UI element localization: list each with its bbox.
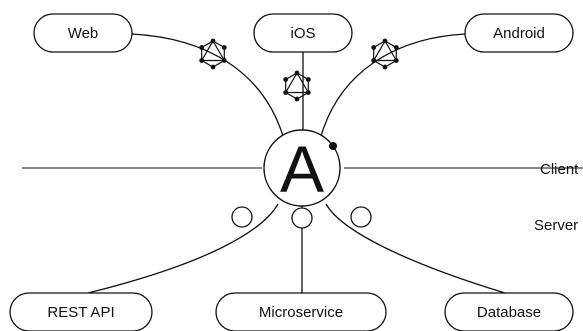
client-node-label: Android — [493, 25, 545, 42]
edge-web-to-hub — [131, 33, 284, 137]
edge-hub-to-rest-api — [87, 203, 279, 294]
graphql-icon — [283, 70, 311, 102]
client-node-android[interactable]: Android — [464, 13, 574, 53]
client-node-ios[interactable]: iOS — [253, 13, 353, 53]
server-zone-label: Server — [534, 217, 578, 234]
client-node-label: iOS — [290, 25, 315, 42]
server-node-rest-api[interactable]: REST API — [9, 292, 153, 331]
graphql-icon — [199, 38, 227, 70]
server-node-database[interactable]: Database — [444, 292, 574, 331]
server-node-microservice[interactable]: Microservice — [215, 292, 387, 331]
client-zone-label: Client — [540, 161, 579, 178]
port-circles — [231, 206, 372, 229]
server-node-label: Database — [477, 304, 541, 321]
hub-logo-letter: A — [280, 132, 324, 206]
client-node-label: Web — [68, 25, 99, 42]
apollo-hub[interactable]: A — [263, 129, 341, 207]
client-node-web[interactable]: Web — [33, 13, 133, 53]
hub-dot-icon — [329, 142, 337, 150]
server-node-label: Microservice — [259, 304, 343, 321]
port-circle-icon — [231, 206, 253, 228]
port-circle-icon — [350, 206, 372, 228]
server-node-label: REST API — [47, 304, 114, 321]
edge-hub-to-database — [325, 203, 506, 294]
port-circle-icon — [291, 207, 313, 229]
graphql-icon — [371, 38, 399, 70]
